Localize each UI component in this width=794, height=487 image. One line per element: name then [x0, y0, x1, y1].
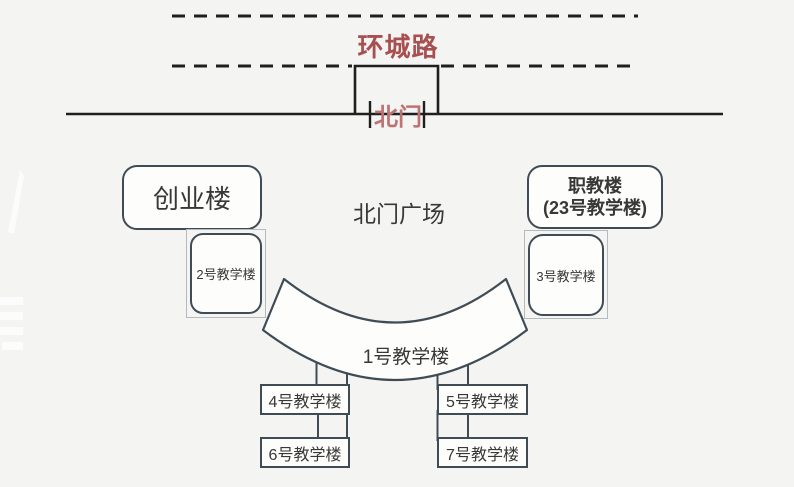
ring-road-label: 环城路 — [357, 32, 439, 62]
building-chuangye-lou-label: 创业楼 — [152, 184, 231, 214]
building-zhijiao-lou-label-line2: (23号教学楼) — [542, 198, 647, 218]
building-chuangye-lou[interactable]: 创业楼 — [122, 165, 262, 230]
building-5-label: 5号教学楼 — [446, 393, 519, 411]
building-4-label: 4号教学楼 — [268, 393, 342, 411]
building-zhijiao-lou-label-line1: 职教楼 — [568, 176, 622, 196]
building-3[interactable]: 3号教学楼 — [528, 234, 604, 316]
building-4[interactable]: 4号教学楼 — [260, 384, 350, 415]
watermark — [0, 170, 24, 350]
building-7-label: 7号教学楼 — [446, 446, 519, 464]
building-3-label: 3号教学楼 — [536, 268, 596, 284]
building-6[interactable]: 6号教学楼 — [260, 437, 350, 468]
building-2[interactable]: 2号教学楼 — [190, 233, 262, 314]
building-1-label: 1号教学楼 — [362, 347, 450, 368]
building-2-selection-frame — [186, 229, 266, 318]
building-5[interactable]: 5号教学楼 — [437, 384, 528, 415]
building-7[interactable]: 7号教学楼 — [437, 437, 528, 468]
building-1-shape[interactable] — [261, 277, 529, 382]
north-gate-outline — [353, 64, 440, 114]
building-zhijiao-lou[interactable]: 职教楼 (23号教学楼) — [527, 165, 663, 229]
building-3-selection-frame — [524, 230, 608, 319]
building-2-label: 2号教学楼 — [196, 267, 256, 282]
north-gate-plaza-label: 北门广场 — [353, 201, 445, 227]
north-gate-label: 北门 — [374, 104, 422, 131]
building-6-label: 6号教学楼 — [268, 446, 342, 464]
